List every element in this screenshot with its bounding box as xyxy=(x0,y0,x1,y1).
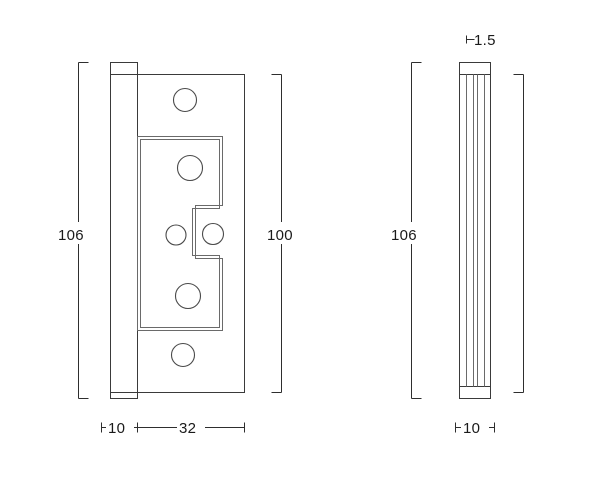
front-hole-lower xyxy=(174,282,202,310)
side-view-group xyxy=(460,63,491,399)
front-hole-bottom xyxy=(170,342,196,368)
front-hole-mid-right xyxy=(201,222,225,246)
dim-front-100-text-bg xyxy=(265,222,303,244)
dim-front-106-text-bg xyxy=(56,222,96,244)
dim-front-10-text-bg xyxy=(106,418,134,438)
dim-front-leaf-width: 32 xyxy=(137,418,245,438)
dim-side-10-label: 10 xyxy=(463,420,480,437)
dim-front-knuckle-width: 10 xyxy=(101,418,138,438)
dim-side-overall-height: 106 xyxy=(389,62,429,399)
dim-side-106-text-bg xyxy=(389,222,429,244)
dim-side-15-label: 1.5 xyxy=(474,32,496,49)
front-leaf-body xyxy=(111,75,245,393)
front-inner-leaf-inner xyxy=(141,140,220,328)
front-hole-upper xyxy=(176,154,204,182)
dim-side-10-text-bg xyxy=(461,418,489,438)
side-outer-body xyxy=(460,63,491,399)
dim-front-32-text-bg xyxy=(177,418,205,438)
front-knuckle-strip xyxy=(111,63,138,399)
dim-front-32-label: 32 xyxy=(179,420,196,437)
dim-front-10-label: 10 xyxy=(108,420,125,437)
dim-front-100-label: 100 xyxy=(267,227,293,244)
dim-front-leaf-height: 100 xyxy=(265,74,303,393)
dim-side-right-extension xyxy=(513,74,524,393)
dim-side-thickness: 1.5 xyxy=(466,32,496,49)
front-inner-leaf-outer xyxy=(138,137,223,331)
dim-side-106-label: 106 xyxy=(391,227,417,244)
front-hole-top xyxy=(172,87,198,113)
dim-front-106-label: 106 xyxy=(58,227,84,244)
dim-side-depth: 10 xyxy=(455,418,495,438)
front-view-group xyxy=(111,63,245,399)
front-hole-mid-left xyxy=(165,224,187,246)
dim-front-overall-height: 106 xyxy=(56,62,96,399)
